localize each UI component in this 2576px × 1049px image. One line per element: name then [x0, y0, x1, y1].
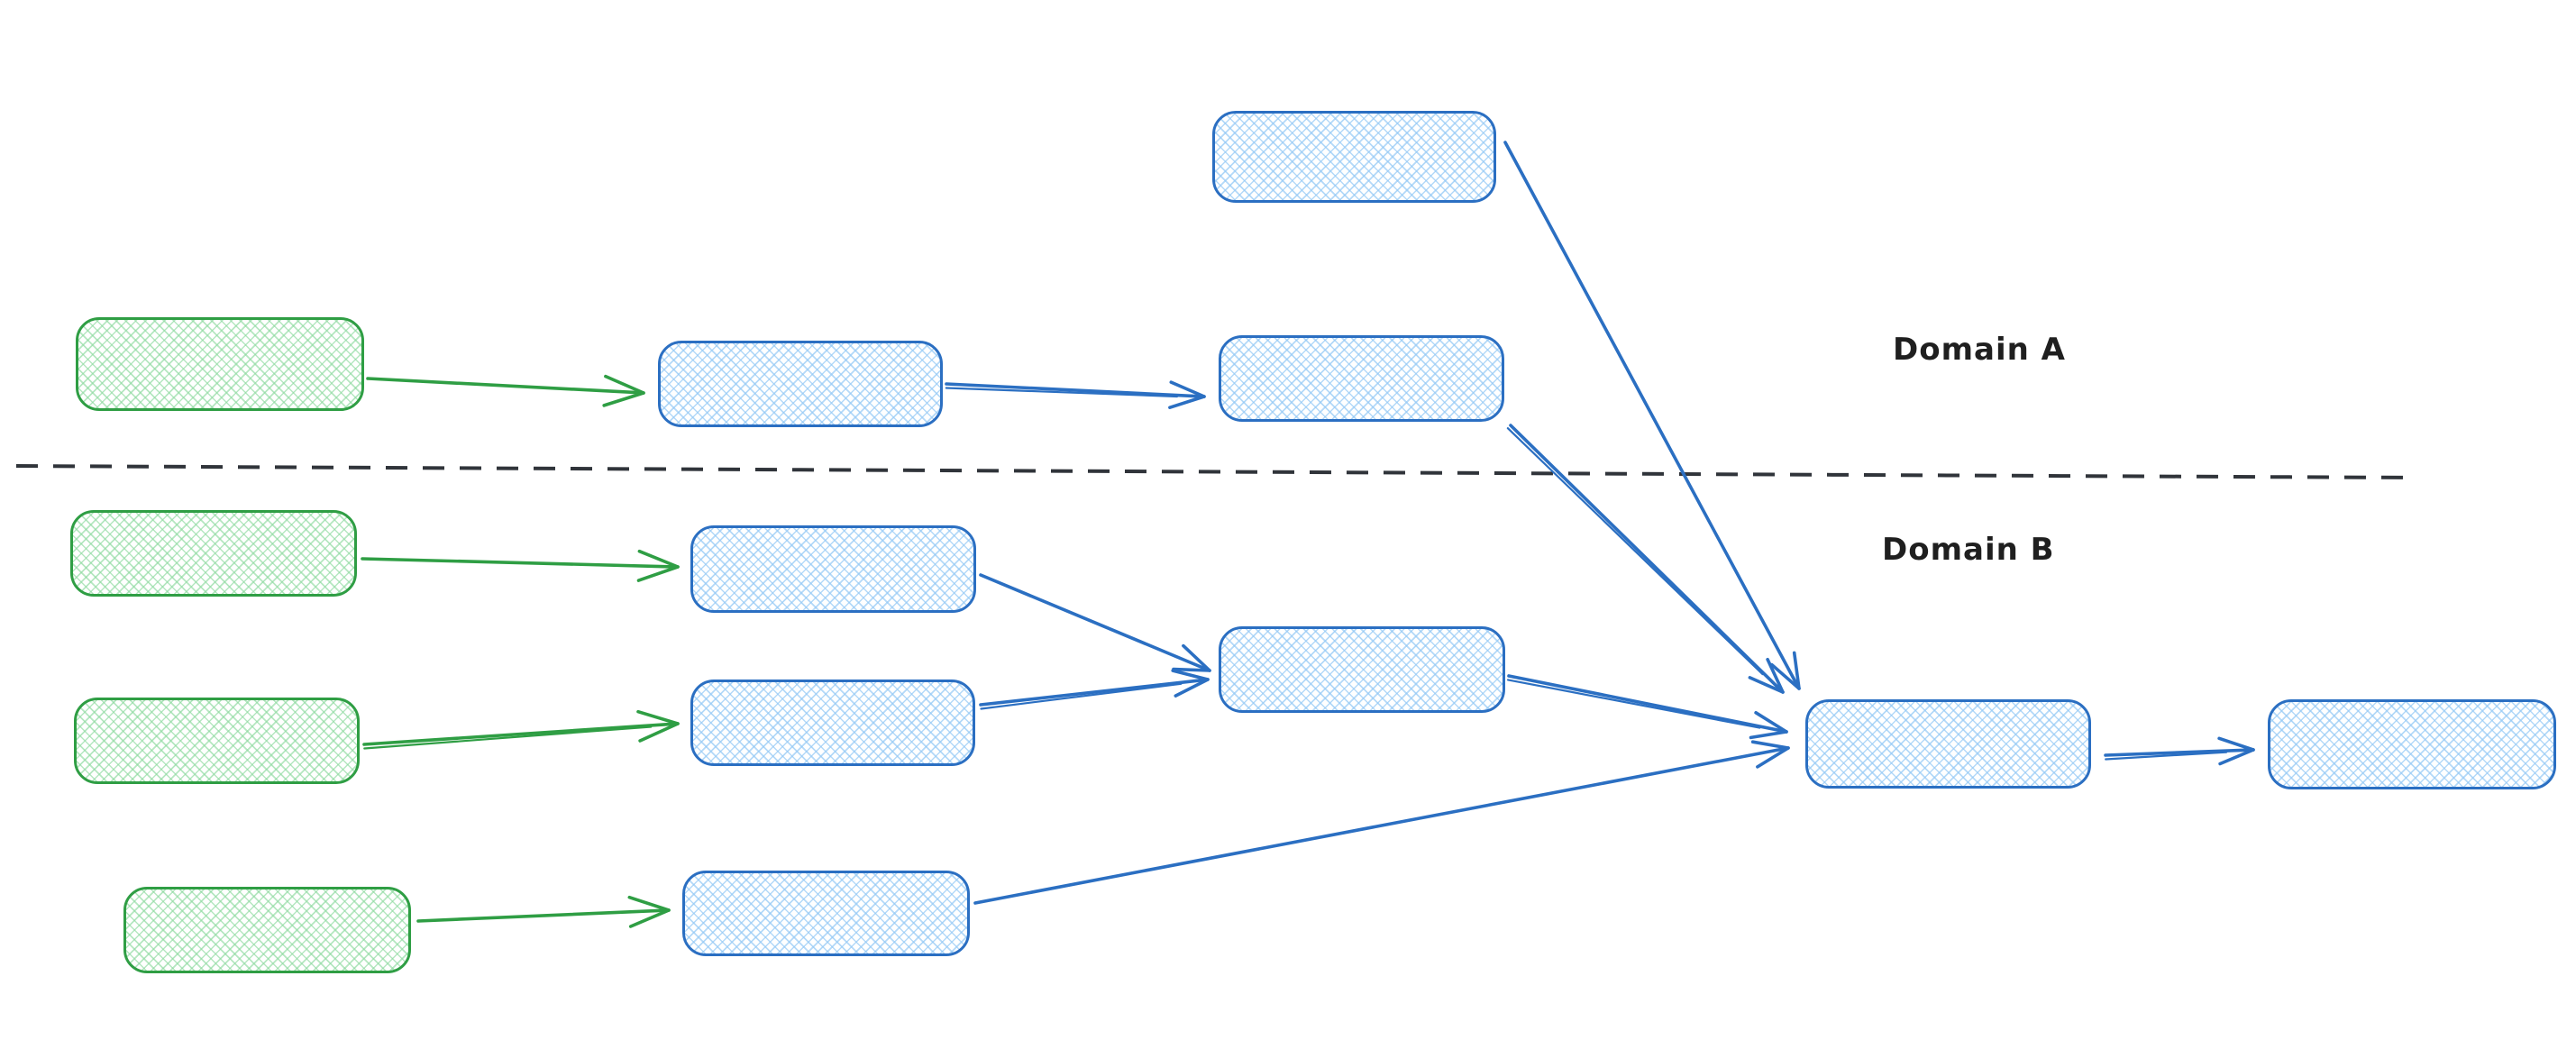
edge-top-to-hub[interactable]: [1503, 141, 1801, 690]
edge-green-a-to-a1[interactable]: [366, 374, 645, 407]
box-green-b1[interactable]: [70, 510, 357, 597]
domain-divider-dashed-line: [15, 464, 2418, 479]
box-green-b3[interactable]: [123, 887, 411, 973]
edge-b2-to-merge[interactable]: [979, 669, 1210, 710]
domain-a-label: Domain A: [1893, 332, 2066, 368]
edge-a1-to-a2[interactable]: [945, 380, 1206, 409]
edge-merge-to-hub[interactable]: [1507, 674, 1788, 740]
edge-a2-to-hub[interactable]: [1506, 424, 1785, 694]
box-a1[interactable]: [658, 341, 943, 427]
edge-green-b3-to-b3[interactable]: [416, 895, 671, 928]
box-b2[interactable]: [690, 680, 975, 766]
box-hub[interactable]: [1805, 699, 2091, 789]
edge-green-b1-to-b1[interactable]: [361, 549, 680, 582]
box-right[interactable]: [2268, 699, 2556, 789]
domain-b-label: Domain B: [1882, 532, 2055, 568]
box-green-b2[interactable]: [74, 698, 360, 784]
box-b1[interactable]: [690, 525, 976, 613]
edge-b3-to-hub[interactable]: [973, 740, 1790, 905]
edge-b1-to-merge[interactable]: [979, 573, 1211, 672]
edge-green-b2-to-b2[interactable]: [362, 709, 680, 750]
box-b-merge[interactable]: [1219, 626, 1505, 713]
box-b3[interactable]: [682, 871, 970, 956]
edge-hub-to-right[interactable]: [2104, 736, 2255, 766]
box-top-blue[interactable]: [1212, 111, 1496, 203]
box-a2[interactable]: [1219, 335, 1504, 422]
box-green-a[interactable]: [76, 317, 364, 411]
